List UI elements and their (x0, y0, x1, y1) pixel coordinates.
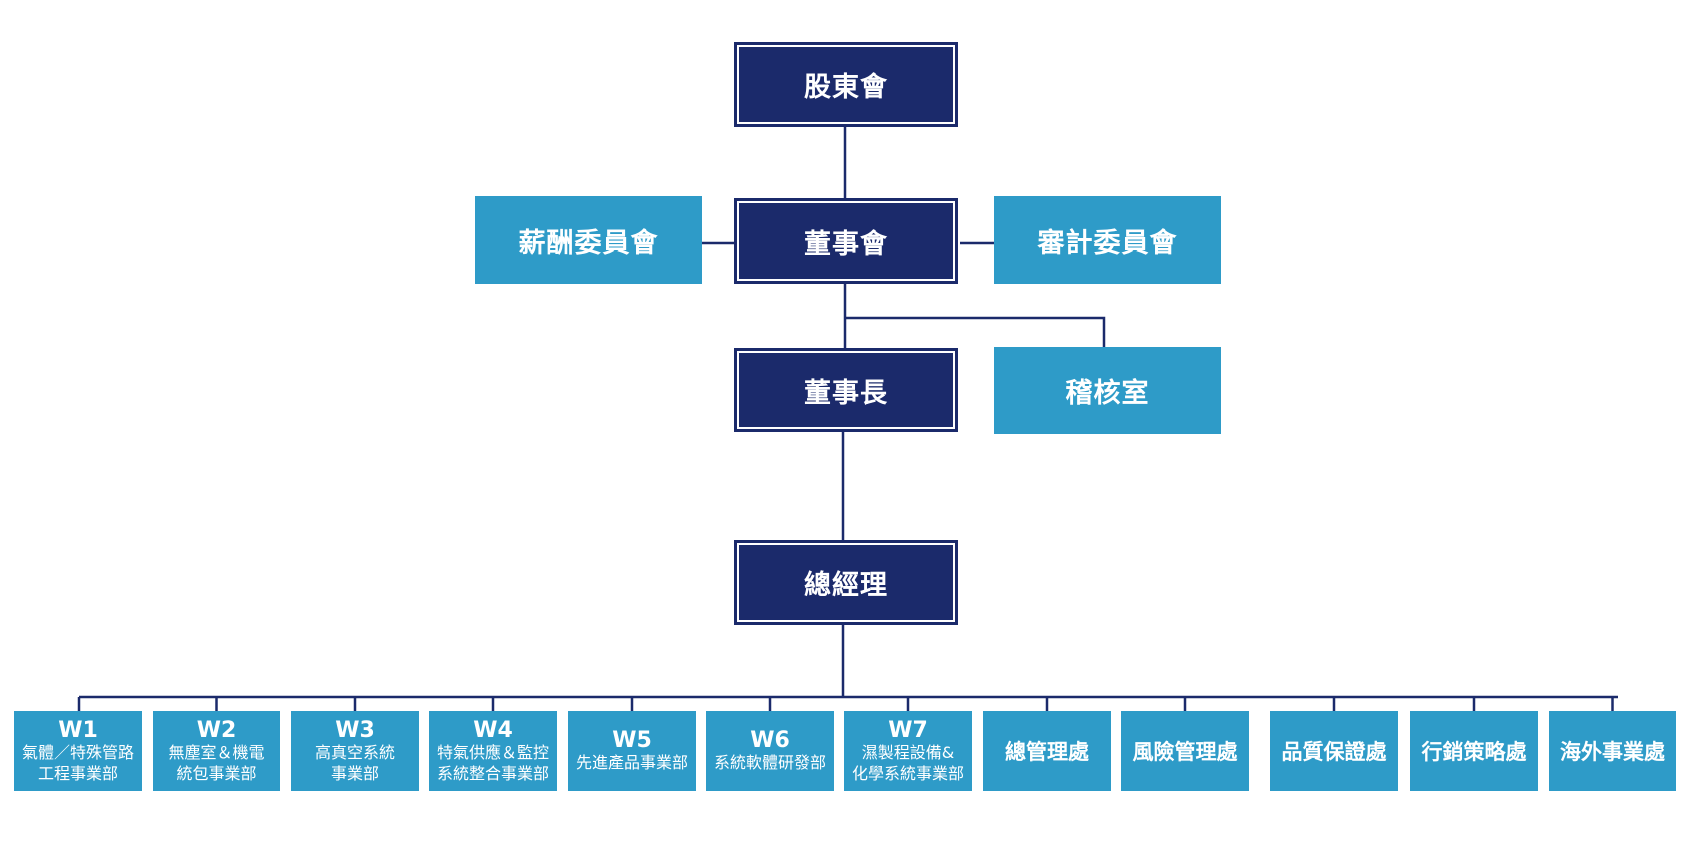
division-name: 統包事業部 (176, 763, 257, 783)
remuneration-committee-box: 薪酬委員會 (475, 196, 702, 284)
division-name: 特氣供應＆監控 (436, 742, 549, 762)
audit-committee-label: 審計委員會 (1037, 227, 1178, 259)
president-box: 總經理 (734, 540, 958, 625)
division-name: 風險管理處 (1132, 740, 1238, 764)
division-name: 系統整合事業部 (436, 763, 549, 783)
board-label: 董事會 (804, 228, 888, 260)
division-name: 先進產品事業部 (575, 753, 688, 772)
division-box: 總管理處 (983, 711, 1111, 791)
division-name: 工程事業部 (37, 763, 118, 783)
division-box: 海外事業處 (1549, 711, 1676, 791)
division-code: W5 (612, 728, 652, 753)
internal-audit-label: 稽核室 (1065, 378, 1150, 409)
division-code: W1 (58, 717, 98, 743)
connector-internal-audit (845, 316, 1106, 347)
remuneration-committee-label: 薪酬委員會 (518, 227, 659, 259)
shareholders-box: 股東會 (734, 42, 958, 127)
division-code: W6 (750, 728, 790, 753)
division-code: W4 (473, 717, 513, 743)
division-name: 總管理處 (1005, 740, 1089, 764)
division-name: 化學系統事業部 (851, 763, 964, 783)
shareholders-label: 股東會 (804, 72, 888, 103)
division-code: W7 (888, 717, 928, 743)
chairman-label: 董事長 (804, 377, 888, 409)
internal-audit-box: 稽核室 (994, 347, 1221, 434)
division-box: 行銷策略處 (1410, 711, 1538, 791)
audit-committee-box: 審計委員會 (994, 196, 1221, 284)
division-name: 事業部 (330, 763, 379, 783)
division-name: 系統軟體研發部 (713, 753, 826, 772)
division-box: 品質保證處 (1270, 711, 1398, 791)
board-box: 董事會 (734, 198, 958, 284)
chairman-box: 董事長 (734, 348, 958, 432)
division-name: 品質保證處 (1281, 740, 1387, 764)
division-name: 氣體／特殊管路 (21, 742, 134, 762)
division-name: 海外事業處 (1560, 740, 1665, 764)
division-name: 無塵室＆機電 (168, 742, 265, 762)
division-name: 濕製程設備& (861, 742, 955, 762)
president-label: 總經理 (804, 570, 888, 601)
division-name: 高真空系統 (314, 742, 395, 762)
division-code: W3 (335, 717, 375, 743)
division-name: 行銷策略處 (1421, 740, 1527, 764)
division-box: 風險管理處 (1121, 711, 1249, 791)
division-code: W2 (196, 717, 237, 743)
